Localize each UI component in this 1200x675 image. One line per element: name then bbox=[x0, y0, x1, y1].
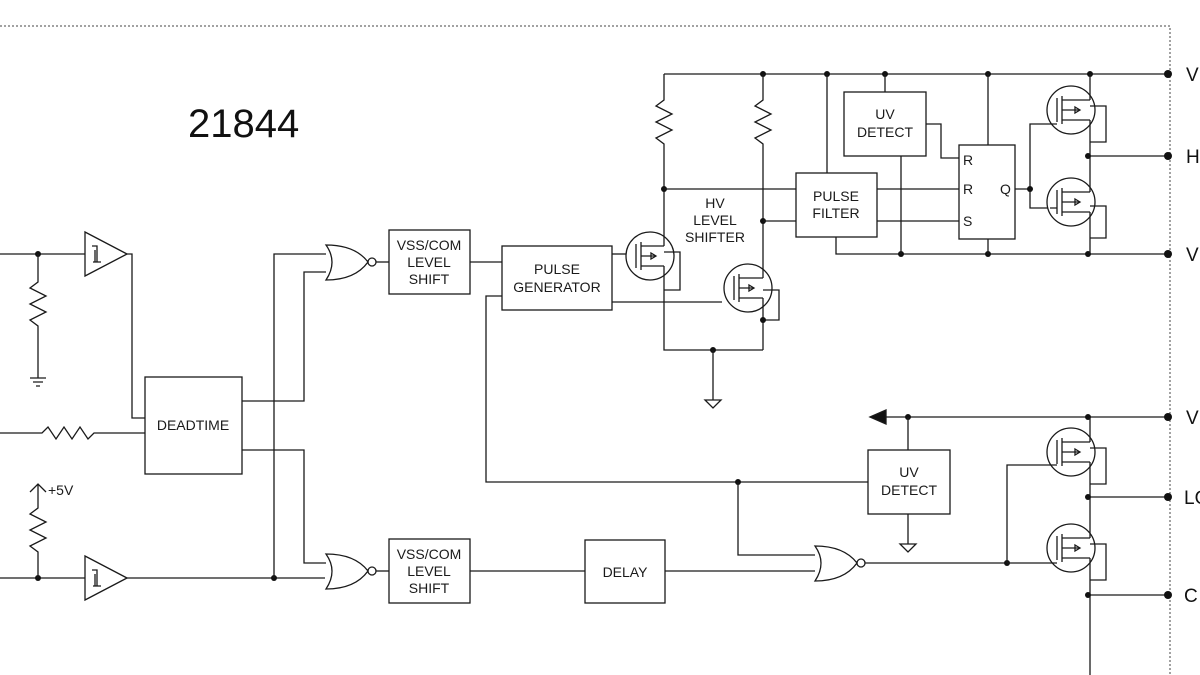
output-mosfet-high-top bbox=[1046, 74, 1107, 156]
lin-schmitt-buffer bbox=[84, 554, 129, 602]
deadtime-block: DEADTIME bbox=[144, 376, 243, 475]
supply-label: +5V bbox=[48, 482, 74, 498]
level-shift-high-block: VSS/COM LEVEL SHIFT bbox=[388, 229, 471, 295]
svg-text:VSS/COM: VSS/COM bbox=[397, 237, 462, 253]
hin-input bbox=[0, 251, 85, 387]
svg-text:DETECT: DETECT bbox=[857, 124, 913, 140]
svg-text:S: S bbox=[963, 213, 972, 229]
svg-text:HV: HV bbox=[705, 195, 725, 211]
dt-input bbox=[0, 425, 145, 441]
hv-level-shifter-label: HV LEVEL SHIFTER bbox=[685, 195, 745, 245]
hv-mosfet-right bbox=[723, 262, 780, 350]
svg-text:VSS/COM: VSS/COM bbox=[397, 546, 462, 562]
pullup-resistor-right bbox=[753, 74, 773, 262]
svg-text:SHIFT: SHIFT bbox=[409, 271, 450, 287]
output-mosfet-low-top bbox=[1046, 417, 1107, 497]
part-number: 21844 bbox=[188, 102, 299, 146]
svg-text:LEVEL: LEVEL bbox=[693, 212, 737, 228]
uv-detect-low-block: UV DETECT bbox=[867, 449, 951, 515]
rs-latch: R R S Q bbox=[958, 144, 1016, 240]
nor-gate-output bbox=[813, 545, 866, 582]
svg-text:Q: Q bbox=[1000, 181, 1011, 197]
pulse-filter-block: PULSE FILTER bbox=[795, 172, 878, 238]
svg-text:SHIFT: SHIFT bbox=[409, 580, 450, 596]
svg-text:UV: UV bbox=[899, 464, 919, 480]
hin-schmitt-buffer bbox=[84, 230, 129, 278]
output-mosfet-low-bottom bbox=[1046, 497, 1107, 675]
pin-label-vcc: V bbox=[1186, 408, 1199, 429]
pin-label-com: C bbox=[1184, 586, 1198, 607]
svg-text:R: R bbox=[963, 181, 973, 197]
ground-symbol bbox=[898, 543, 918, 553]
pullup-resistor-left bbox=[654, 74, 674, 234]
svg-text:DEADTIME: DEADTIME bbox=[157, 417, 229, 433]
pin-label-vb: V bbox=[1186, 65, 1199, 86]
pin-label-ho: H bbox=[1186, 147, 1200, 168]
pin-label-vs: V bbox=[1186, 245, 1199, 266]
supply-arrow bbox=[29, 483, 47, 493]
svg-text:R: R bbox=[963, 152, 973, 168]
vcc-arrow bbox=[868, 409, 887, 425]
package-outline bbox=[0, 25, 1171, 675]
svg-text:DETECT: DETECT bbox=[881, 482, 937, 498]
ground-symbol bbox=[703, 399, 723, 409]
lin-input: +5V bbox=[0, 482, 85, 581]
svg-text:LEVEL: LEVEL bbox=[407, 254, 451, 270]
output-mosfet-high-bottom bbox=[1046, 156, 1107, 254]
nor-gate-low bbox=[324, 553, 377, 590]
ground-symbol bbox=[30, 377, 46, 387]
svg-text:UV: UV bbox=[875, 106, 895, 122]
svg-text:GENERATOR: GENERATOR bbox=[513, 279, 600, 295]
svg-text:FILTER: FILTER bbox=[812, 205, 859, 221]
svg-text:LEVEL: LEVEL bbox=[407, 563, 451, 579]
uv-detect-high-block: UV DETECT bbox=[843, 91, 927, 157]
nor-gate-high bbox=[324, 244, 377, 281]
svg-text:DELAY: DELAY bbox=[603, 564, 649, 580]
pulse-generator-block: PULSE GENERATOR bbox=[501, 245, 613, 311]
delay-block: DELAY bbox=[584, 539, 666, 604]
level-shift-low-block: VSS/COM LEVEL SHIFT bbox=[388, 538, 471, 604]
svg-text:PULSE: PULSE bbox=[813, 188, 859, 204]
svg-text:SHIFTER: SHIFTER bbox=[685, 229, 745, 245]
svg-text:PULSE: PULSE bbox=[534, 261, 580, 277]
pin-label-lo: LO bbox=[1184, 488, 1200, 509]
hv-mosfet-left bbox=[625, 231, 681, 336]
